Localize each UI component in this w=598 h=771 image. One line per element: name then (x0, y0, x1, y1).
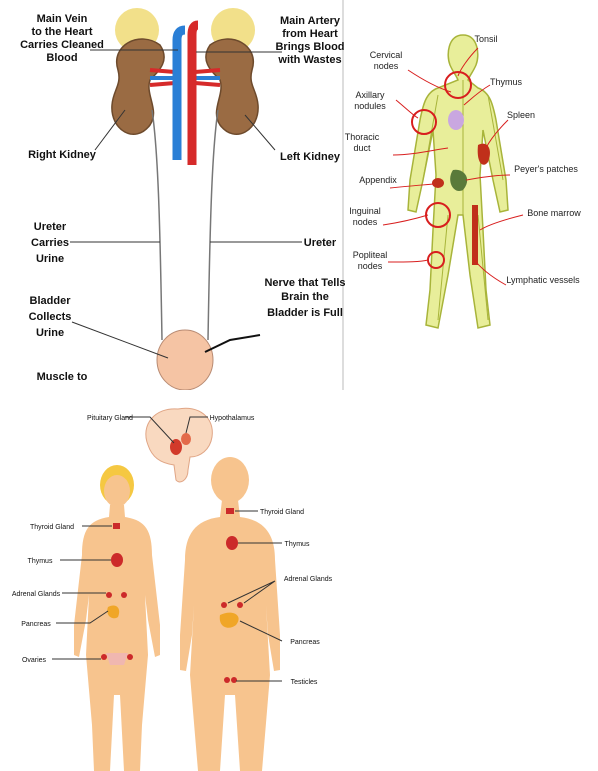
svg-text:Cervical: Cervical (370, 50, 403, 60)
testicles-label: Testicles (291, 679, 318, 686)
male-head (211, 457, 249, 503)
svg-text:Urine: Urine (36, 327, 64, 339)
ureter-left (208, 110, 218, 340)
left-kidney (206, 39, 258, 134)
female-thyroid-label: Thyroid Gland (30, 524, 74, 531)
peyers-label: Peyer's patches (514, 164, 578, 174)
female-thymus-label: Thymus (28, 558, 53, 565)
thymus-label: Thymus (490, 77, 523, 87)
muscle-label: Muscle to (37, 371, 88, 383)
svg-text:Popliteal: Popliteal (353, 250, 388, 260)
female-pancreas-label: Pancreas (21, 621, 51, 628)
bladder (157, 330, 213, 390)
svg-text:Nerve that Tells: Nerve that Tells (264, 277, 345, 289)
inguinal-label: Inguinal nodes (349, 206, 381, 227)
main-vein (177, 30, 185, 160)
hypothalamus-label: Hypothalamus (210, 415, 255, 422)
popliteal-label: Popliteal nodes (353, 250, 388, 271)
hypothalamus (181, 433, 191, 445)
female-adrenal-right (121, 592, 127, 598)
ovaries-label: Ovaries (22, 657, 47, 664)
svg-text:Main Vein: Main Vein (37, 13, 88, 25)
female-head (104, 475, 130, 507)
leader-right-kidney (95, 110, 125, 150)
pituitary-label: Pituitary Gland (87, 415, 133, 422)
endocrine-system-diagram: Pituitary Gland Hypothalamus Thyroid Gla… (0, 395, 372, 771)
axillary-label: Axillary nodules (354, 90, 386, 111)
male-body (180, 457, 280, 771)
male-testicle-right (231, 677, 237, 683)
ureter-left-label: Ureter Carries Urine (31, 221, 69, 265)
svg-text:Bladder: Bladder (30, 295, 72, 307)
left-kidney-label: Left Kidney (280, 151, 341, 163)
svg-text:Main Artery: Main Artery (280, 15, 341, 27)
svg-text:Collects: Collects (29, 311, 72, 323)
svg-text:nodules: nodules (354, 101, 386, 111)
female-thymus (111, 553, 123, 567)
main-vein-label: Main Vein to the Heart Carries Cleaned B… (20, 13, 104, 64)
lymphatic-vessels-label: Lymphatic vessels (506, 275, 580, 285)
male-thyroid (226, 508, 234, 514)
female-body (74, 465, 160, 771)
svg-text:Urine: Urine (36, 253, 64, 265)
bladder-label: Bladder Collects Urine (29, 295, 72, 339)
female-thyroid (113, 523, 120, 529)
svg-text:Brings Blood: Brings Blood (275, 41, 344, 53)
svg-text:with Wastes: with Wastes (277, 54, 341, 66)
appendix-organ (432, 178, 444, 188)
male-adrenal-right (237, 602, 243, 608)
male-thymus (226, 536, 238, 550)
bone-marrow-label: Bone marrow (527, 208, 581, 218)
svg-text:Ureter: Ureter (34, 221, 67, 233)
nerve (205, 335, 260, 352)
spleen-label: Spleen (507, 110, 535, 120)
male-pancreas-label: Pancreas (290, 639, 320, 646)
female-ovary-right (127, 654, 133, 660)
leader-left-kidney (245, 115, 275, 150)
endocrine-system-figure: Pituitary Gland Hypothalamus Thyroid Gla… (0, 395, 372, 771)
urinary-system-figure: Main Vein to the Heart Carries Cleaned B… (0, 0, 345, 390)
male-thyroid-label: Thyroid Gland (260, 509, 304, 516)
lymphatic-system-diagram: Cervical nodes Tonsil Thymus Axillary no… (338, 0, 598, 345)
bone-marrow-organ (472, 205, 478, 265)
female-torso (74, 505, 160, 771)
thoracic-label: Thoracic duct (345, 132, 380, 153)
main-artery (192, 25, 198, 165)
svg-text:Brain the: Brain the (281, 291, 329, 303)
male-thymus-label: Thymus (285, 541, 310, 548)
svg-text:Carries Cleaned: Carries Cleaned (20, 39, 104, 51)
svg-text:nodes: nodes (358, 261, 383, 271)
heart-organ (448, 110, 464, 130)
right-kidney-label: Right Kidney (28, 149, 97, 161)
female-ovary-left (101, 654, 107, 660)
appendix-label: Appendix (359, 175, 397, 185)
svg-text:from Heart: from Heart (282, 28, 338, 40)
female-adrenal-label: Adrenal Glands (12, 591, 61, 598)
female-adrenal-left (106, 592, 112, 598)
male-testicle-left (224, 677, 230, 683)
leader-bladder (72, 322, 168, 358)
nerve-label: Nerve that Tells Brain the Bladder is Fu… (264, 277, 345, 319)
male-adrenal-left (221, 602, 227, 608)
urinary-system-diagram: Main Vein to the Heart Carries Cleaned B… (0, 0, 345, 390)
svg-text:Blood: Blood (46, 52, 77, 64)
lymphatic-system-figure: Cervical nodes Tonsil Thymus Axillary no… (338, 0, 598, 345)
tonsil-label: Tonsil (474, 34, 497, 44)
ureter-right (152, 110, 162, 340)
svg-text:to the Heart: to the Heart (31, 26, 92, 38)
male-adrenal-label: Adrenal Glands (284, 576, 333, 583)
main-artery-label: Main Artery from Heart Brings Blood with… (275, 15, 344, 66)
svg-text:Inguinal: Inguinal (349, 206, 381, 216)
cervical-label: Cervical nodes (370, 50, 403, 71)
ureter-right-label: Ureter (304, 237, 337, 249)
right-kidney (112, 39, 164, 134)
svg-text:nodes: nodes (353, 217, 378, 227)
svg-text:Thoracic: Thoracic (345, 132, 380, 142)
pituitary-gland (170, 439, 182, 455)
svg-text:nodes: nodes (374, 61, 399, 71)
svg-text:Axillary: Axillary (355, 90, 385, 100)
svg-text:Bladder is Full: Bladder is Full (267, 307, 343, 319)
svg-text:Carries: Carries (31, 237, 69, 249)
svg-text:duct: duct (353, 143, 371, 153)
